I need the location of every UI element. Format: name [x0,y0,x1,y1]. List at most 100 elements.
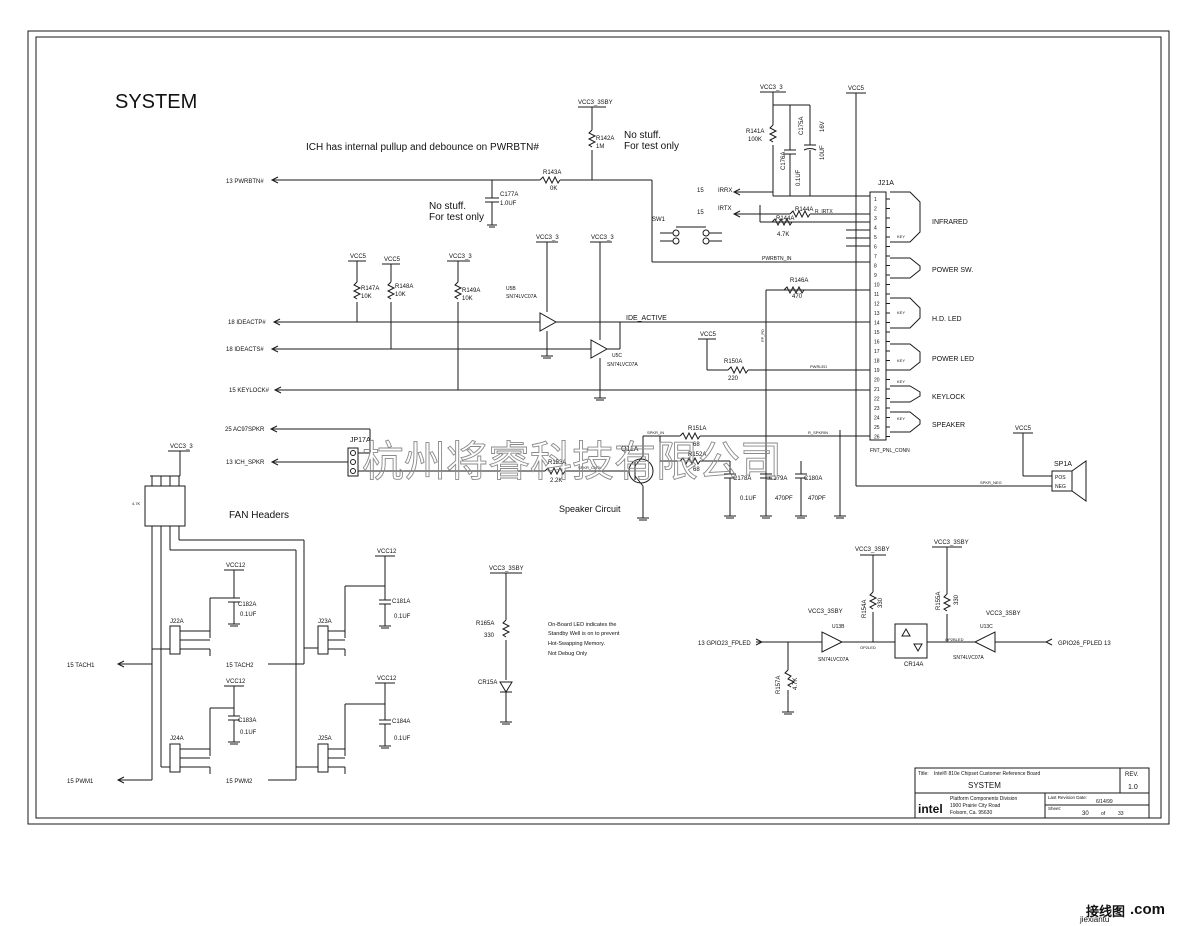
tb-rev-date: 6/14/99 [1096,799,1113,805]
c183-label: C183A [238,718,256,724]
key-2: KEY [897,310,905,315]
j21-part: FNT_PNL_CONN [870,448,910,454]
sig-tach2: 15 TACH2 [226,663,254,669]
c181-label: C181A [392,599,410,605]
title-block: Title: Intel® 810e Chipset Customer Refe… [914,767,1150,819]
sig-pwm2: 15 PWM2 [226,779,253,785]
j21-pin-19: 19 [874,368,880,374]
outer-border [27,30,1170,825]
rail-vcc12-j25: VCC12 [377,676,397,682]
j21-pin-26: 26 [874,435,880,441]
j21-pin-11: 11 [874,292,879,298]
j21-pin-21: 21 [874,387,880,393]
key-4: KEY [897,379,905,384]
jp17-label: JP17A [350,437,371,444]
c182-value: 0.1UF [240,612,257,618]
c175-voltage: 16V [820,121,826,132]
j22-label: J22A [170,619,184,625]
j21-pin-1: 1 [874,197,877,203]
u5c-buffer [590,339,609,359]
sig-ac97spkr: 25 AC97SPKR [225,427,265,433]
r143-label: R143A [543,170,561,176]
c184-label: C184A [392,719,410,725]
rail-vcc5-sp: VCC5 [1015,426,1032,432]
speaker-icon [1071,460,1087,502]
j23-header [317,625,329,655]
c175-value: 10UF [820,145,826,160]
j21-pin-5: 5 [874,235,877,241]
c181-value: 0.1UF [394,614,411,620]
speaker-circuit-label: Speaker Circuit [559,504,621,514]
led-note-2: Standby Well is on to prevent [548,631,620,637]
rail-vcc33-fan: VCC3_3 [170,444,193,450]
c175-label: C175A [799,117,805,135]
tb-sheet-num: 30 [1082,811,1089,817]
sp1-neg: NEG [1055,484,1066,490]
c180-label: C180A [804,476,822,482]
j21-pin-17: 17 [874,349,880,355]
tb-address1: 1900 Prairie City Road [950,803,1001,809]
r165-value: 330 [484,633,495,639]
sig-ideactp: 18 IDEACTP# [228,320,266,326]
tb-division: Platform Components Division [950,796,1017,802]
rail-vcc3sby-u13c: VCC3_3SBY [986,611,1021,617]
c180-value: 470PF [808,496,826,502]
rail-vcc3sby-r155: VCC3_3SBY [934,540,969,546]
group-power-sw: POWER SW. [932,267,973,274]
r148-value: 10K [395,292,406,298]
irrx-label: IRRX [718,188,732,194]
u5b-buffer [539,312,558,332]
u5b-label: U5B [506,286,516,292]
j21-pin-2: 2 [874,207,877,213]
watermark-site-cn: 接线图 [1086,904,1125,919]
j25-label: J25A [318,736,332,742]
nostuff2-a: No stuff. [429,201,466,212]
j21-pin-23: 23 [874,406,880,412]
r150-label: R150A [724,359,742,365]
sig-ideacts: 18 IDEACTS# [226,347,264,353]
tb-rev-date-label: Last Revision Date: [1048,795,1087,800]
q11-label: Q11A [621,446,639,453]
irrx-num: 15 [697,188,704,194]
r148-label: R148A [395,284,413,290]
tb-sheet-total: 33 [1118,811,1124,817]
c176-value: 0.1UF [796,169,802,186]
net-op2led: OP2LED [860,645,876,650]
tb-rev-label: REV. [1125,772,1139,778]
r150-value: 220 [728,376,739,382]
j21-pin-24: 24 [874,416,880,422]
r144-value: 4.7K [777,232,789,238]
sp1-pos: POS [1055,475,1066,481]
j21-pin-8: 8 [874,264,877,270]
c179-label: C179A [769,476,787,482]
rail-vcc3sby-r154: VCC3_3SBY [855,547,890,553]
rp-value: 4.7K [132,501,141,506]
rail-vcc3sby-u13b: VCC3_3SBY [808,609,843,615]
u5c-part: SN74LVC07A [607,362,638,368]
tb-title-value: Intel® 810e Chipset Customer Reference B… [934,770,1040,777]
sig-keylock: 15 KEYLOCK# [229,388,270,394]
c177-label: C177A [500,192,518,198]
net-ide-active: IDE_ACTIVE [626,315,667,322]
led-note-1: On-Board LED indicates the [548,622,616,628]
net-r-spkrin: R_SPKRIN [808,430,828,435]
sig-gpio23: 13 GPIO23_FPLED [698,641,751,647]
irtx-label: IRTX [718,206,732,212]
c178-value: 0.1UF [740,496,757,502]
r146-value: 470 [792,294,803,300]
u13c-part: SN74LVC07A [953,655,984,661]
group-hd-led: H.D. LED [932,316,962,323]
r147-value: 10K [361,294,372,300]
r151-value: 68 [693,442,700,448]
rail-vcc12-j24: VCC12 [226,679,246,685]
tb-title-label: Title: [918,771,929,777]
cr15-label: CR15A [478,680,497,686]
r165-label: R165A [476,621,494,627]
u5b-part: SN74LVC07A [506,294,537,300]
c176-label: C176A [781,152,787,170]
r157-label: R157A [776,676,782,694]
tb-sheet-name: SYSTEM [968,781,1001,790]
rail-vcc5-header: VCC5 [848,86,865,92]
rail-vcc12-j22: VCC12 [226,563,246,569]
sw1-label: SW1 [652,217,666,223]
